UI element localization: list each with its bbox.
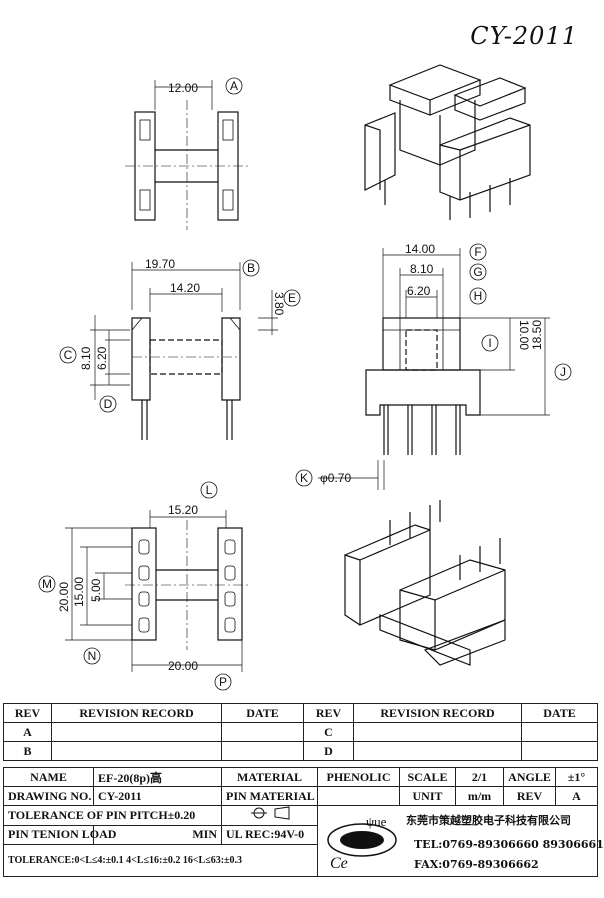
logo-small: ψue xyxy=(366,814,387,829)
bottom-view xyxy=(65,510,250,672)
isometric-view-top xyxy=(364,64,531,220)
side-view xyxy=(318,248,550,490)
dim-m-value1: 20.00 xyxy=(57,582,71,612)
unit-value: m/m xyxy=(455,786,504,806)
dim-p-value: 20.00 xyxy=(168,659,198,673)
date-cell xyxy=(521,741,598,761)
tag-m: M xyxy=(42,577,52,591)
dim-g-value: 8.10 xyxy=(410,262,434,276)
tag-i: I xyxy=(488,336,491,350)
dim-f-value: 14.00 xyxy=(405,242,435,256)
scale-value: 2/1 xyxy=(455,767,504,787)
tag-g: G xyxy=(473,265,482,279)
dim-c-value1: 8.10 xyxy=(79,346,93,370)
dim-m-value2: 15.00 xyxy=(72,577,86,607)
pin-material-value xyxy=(317,786,400,806)
tag-f: F xyxy=(474,245,481,259)
dim-e-value: 3.80 xyxy=(272,292,286,316)
dim-i-value: 10.00 xyxy=(517,320,531,350)
tag-k: K xyxy=(300,471,308,485)
rev-header-2: REV xyxy=(303,703,354,723)
dim-m-value3: 5.00 xyxy=(89,578,103,602)
top-view xyxy=(125,80,250,230)
revision-record-header-2: REVISION RECORD xyxy=(353,703,522,723)
record-cell xyxy=(353,741,522,761)
date-header-2: DATE xyxy=(521,703,598,723)
tag-j: J xyxy=(560,365,566,379)
date-cell xyxy=(221,722,304,742)
name-label: NAME xyxy=(3,767,94,787)
title-block: NAME EF-20(8p)高 MATERIAL PHENOLIC SCALE … xyxy=(3,767,604,877)
rev-header-1: REV xyxy=(3,703,52,723)
company-tel: TEL:0769-89306660 89306661 xyxy=(414,838,604,851)
drawing-no-value: CY-2011 xyxy=(93,786,222,806)
tag-d: D xyxy=(104,397,113,411)
drawing-no-label: DRAWING NO. xyxy=(3,786,94,806)
dim-k-value: φ0.70 xyxy=(320,471,351,485)
rev-cell: A xyxy=(3,722,52,742)
record-cell xyxy=(353,722,522,742)
dim-b-value: 19.70 xyxy=(145,257,175,271)
revision-table: REV REVISION RECORD DATE REV REVISION RE… xyxy=(3,703,598,761)
angle-value: ±1° xyxy=(555,767,598,787)
projection-symbol-icon xyxy=(250,806,289,820)
tag-l: L xyxy=(206,483,213,497)
logo-letters: Ce xyxy=(330,855,348,872)
date-cell xyxy=(221,741,304,761)
date-cell xyxy=(521,722,598,742)
dim-h-value: 6.20 xyxy=(407,284,431,298)
ul-rec: UL REC:94V-0 xyxy=(221,824,318,846)
company-fax: FAX:0769-89306662 xyxy=(414,858,539,871)
table-row: A C xyxy=(3,722,598,742)
tag-a: A xyxy=(230,79,238,93)
front-view xyxy=(90,262,278,440)
tag-b: B xyxy=(247,261,255,275)
tag-n: N xyxy=(88,649,97,663)
dim-l-value: 15.20 xyxy=(168,503,198,517)
rev-cell: B xyxy=(3,741,52,761)
tag-p: P xyxy=(219,675,227,689)
unit-label: UNIT xyxy=(399,786,456,806)
pin-material-label: PIN MATERIAL xyxy=(221,786,318,806)
material-label: MATERIAL xyxy=(221,767,318,787)
dim-1420-value: 14.20 xyxy=(170,281,200,295)
tolerance-pitch: TOLERANCE OF PIN PITCH±0.20 xyxy=(3,805,222,826)
tolerance-line: TOLERANCE:0<L≤4:±0.1 4<L≤16:±0.2 16<L≤63… xyxy=(3,844,318,877)
company-name: 东莞市策越塑胶电子科技有限公司 xyxy=(406,814,571,827)
dim-c-value2: 6.20 xyxy=(95,346,109,370)
company-logo-icon: Ce ψue xyxy=(327,814,397,872)
rev-cell: C xyxy=(303,722,354,742)
rev-value: A xyxy=(555,786,598,806)
revision-record-header-1: REVISION RECORD xyxy=(51,703,222,723)
company-cell: Ce ψue 东莞市策越塑胶电子科技有限公司 TEL:0769-89306660… xyxy=(317,805,604,877)
technical-drawing: 12.00 19.70 14.20 3.80 8.10 6.20 14.00 8… xyxy=(38,64,572,691)
name-value: EF-20(8p)高 xyxy=(93,767,222,787)
pin-symbol xyxy=(221,805,318,826)
tag-c: C xyxy=(64,348,73,362)
dim-a-value: 12.00 xyxy=(168,81,198,95)
dim-j-value: 18.50 xyxy=(530,320,544,350)
tag-h: H xyxy=(474,289,483,303)
isometric-view-bottom xyxy=(344,500,506,666)
material-value: PHENOLIC xyxy=(317,767,400,787)
angle-label: ANGLE xyxy=(503,767,556,787)
date-header-1: DATE xyxy=(221,703,304,723)
record-cell xyxy=(51,741,222,761)
record-cell xyxy=(51,722,222,742)
scale-label: SCALE xyxy=(399,767,456,787)
rev-label: REV xyxy=(503,786,556,806)
drawing-code: CY-2011 xyxy=(470,22,578,50)
tag-e: E xyxy=(288,291,296,305)
rev-cell: D xyxy=(303,741,354,761)
pin-tension-label: PIN TENION LOAD xyxy=(3,824,116,846)
table-row: B D xyxy=(3,741,598,761)
